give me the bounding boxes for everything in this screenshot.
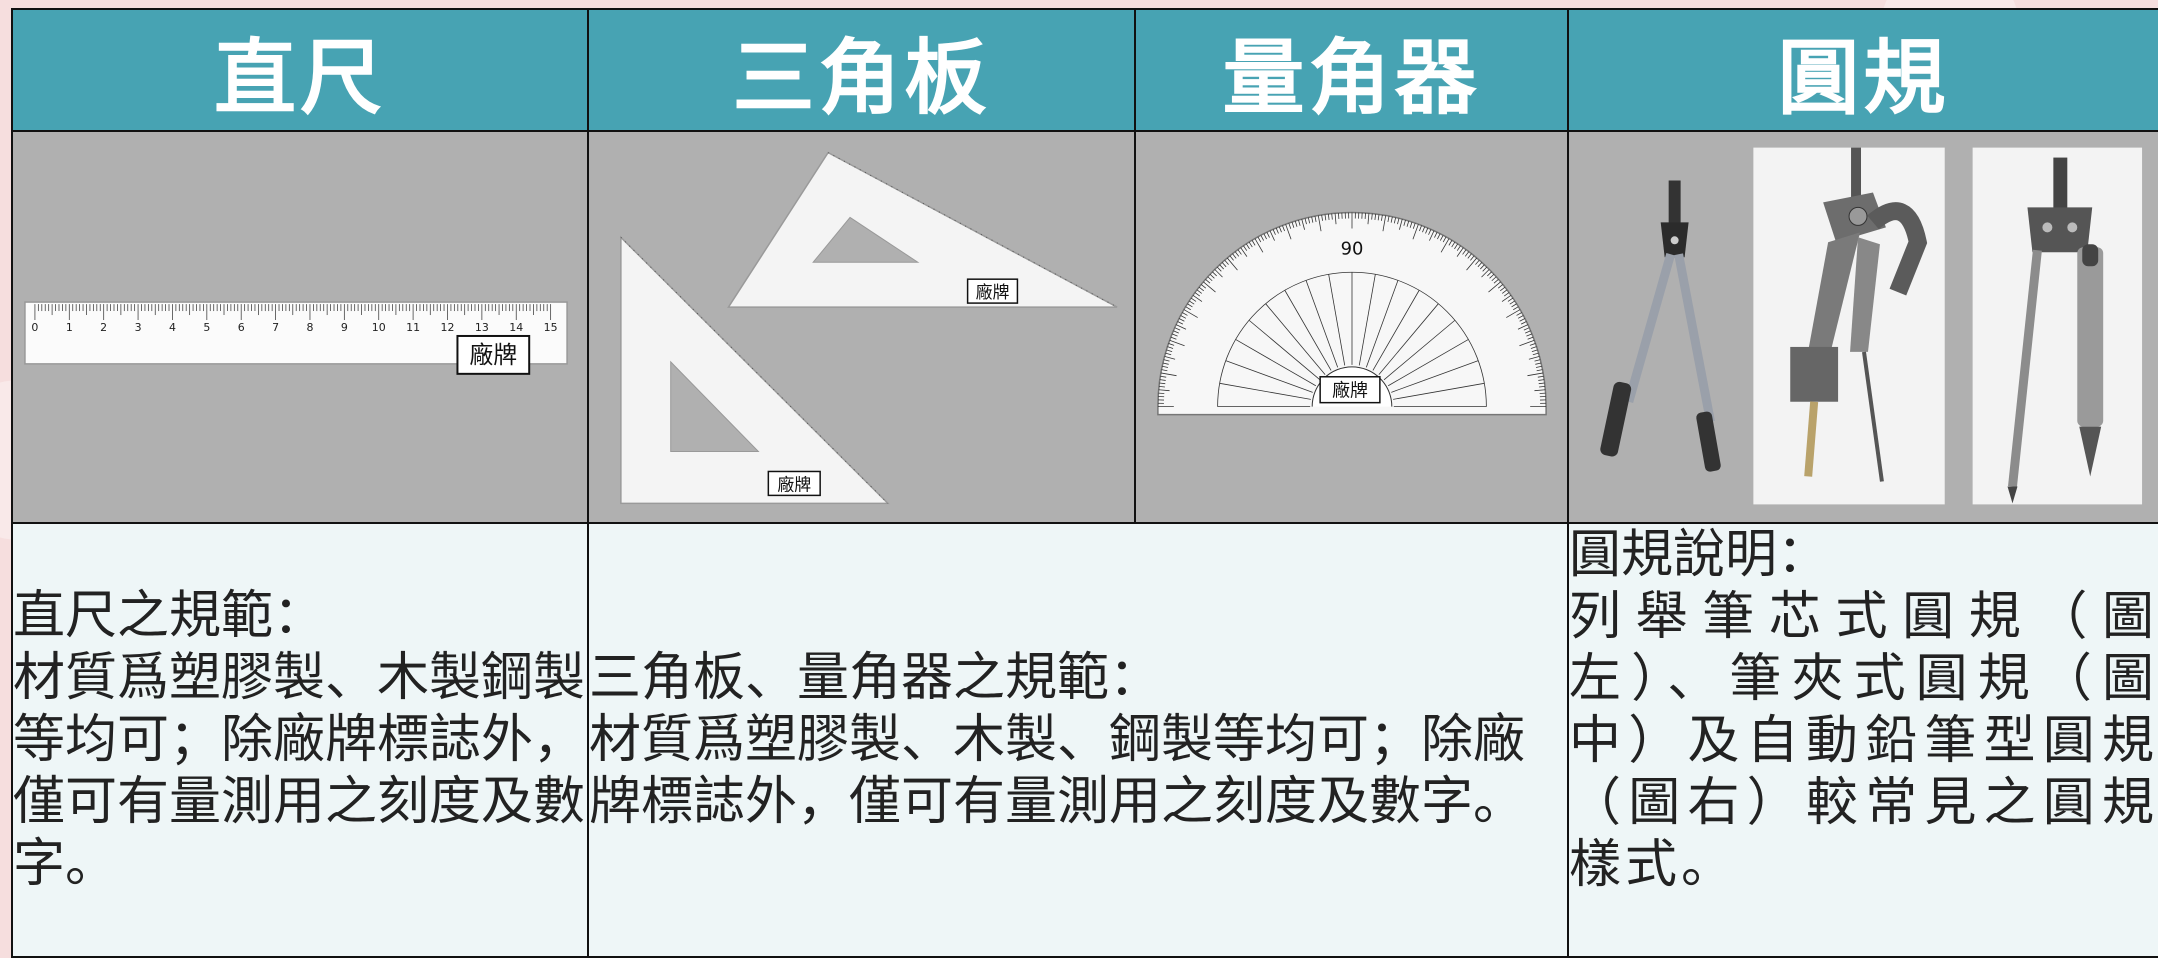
header-protractor: 量角器 <box>1134 8 1569 132</box>
ruler-tick-label: 14 <box>509 321 523 334</box>
triangle-protractor-description: 三角板、量角器之規範： 材質爲塑膠製、木製、鋼製等均可；除廠牌標誌外，僅可有量測… <box>587 522 1569 958</box>
header-triangle: 三角板 <box>587 8 1136 132</box>
ruler-tick-label: 9 <box>341 321 348 334</box>
pencil-compass-icon <box>2007 157 2104 504</box>
compass-description: 圓規說明： 列舉筆芯式圓規（圖左）、筆夾式圓規（圖中）及自動鉛筆型圓規（圖右）較… <box>1567 522 2158 958</box>
header-ruler: 直尺 <box>11 8 589 132</box>
ruler-tick-label: 7 <box>272 321 279 334</box>
protractor-90-label: 90 <box>1341 238 1364 259</box>
compass-image-cell <box>1567 130 2158 524</box>
ruler-tick-label: 13 <box>475 321 489 334</box>
ruler-tick-label: 6 <box>238 321 245 334</box>
ruler-tick-label: 11 <box>406 321 420 334</box>
triangle-protractor-description-body: 材質爲塑膠製、木製、鋼製等均可；除廠牌標誌外，僅可有量測用之刻度及數字。 <box>589 710 1526 832</box>
clamp-compass-icon <box>1790 147 1928 482</box>
header-row: 直尺 三角板 量角器 圓規 <box>11 8 2158 132</box>
ruler-description-title: 直尺之規範： <box>13 586 326 646</box>
ruler-tick-label: 2 <box>100 321 107 334</box>
ruler-tick-label: 1 <box>66 321 73 334</box>
header-compass: 圓規 <box>1567 8 2158 132</box>
ruler-description: 直尺之規範： 材質爲塑膠製、木製鋼製等均可；除廠牌標誌外，僅可有量測用之刻度及數… <box>11 522 589 958</box>
triangle-protractor-description-title: 三角板、量角器之規範： <box>589 648 1162 708</box>
compass-image <box>1600 147 2143 505</box>
protractor-image-cell: 廠牌 90 <box>1134 130 1569 524</box>
lead-compass-icon <box>1600 180 1721 472</box>
ruler-tick-label: 3 <box>135 321 142 334</box>
triangle-image-cell: 廠牌 廠牌 <box>587 130 1136 524</box>
protractor-image: 廠牌 90 <box>1157 211 1547 416</box>
compass-description-title: 圓規說明： <box>1569 525 1830 585</box>
ruler-tick-label: 5 <box>203 321 210 334</box>
ruler-tick-label: 12 <box>441 321 455 334</box>
protractor-brand-label: 廠牌 <box>1332 380 1368 402</box>
ruler-tick-label: 8 <box>306 321 313 334</box>
compass-description-body: 列舉筆芯式圓規（圖左）、筆夾式圓規（圖中）及自動鉛筆型圓規（圖右）較常見之圓規樣… <box>1569 587 2158 895</box>
ruler-tick-label: 10 <box>372 321 386 334</box>
description-row: 直尺之規範： 材質爲塑膠製、木製鋼製等均可；除廠牌標誌外，僅可有量測用之刻度及數… <box>11 522 2158 958</box>
ruler-tick-label: 4 <box>169 321 176 334</box>
triangle-image: 廠牌 廠牌 <box>620 151 1118 505</box>
triangle-brand-label-bottom: 廠牌 <box>777 474 811 494</box>
triangle-brand-label-top: 廠牌 <box>976 282 1010 302</box>
ruler-brand-label: 廠牌 <box>469 341 517 369</box>
ruler-tick-label: 0 <box>31 321 38 334</box>
ruler-tick-label: 15 <box>544 321 558 334</box>
ruler-description-body: 材質爲塑膠製、木製鋼製等均可；除廠牌標誌外，僅可有量測用之刻度及數字。 <box>13 648 586 894</box>
